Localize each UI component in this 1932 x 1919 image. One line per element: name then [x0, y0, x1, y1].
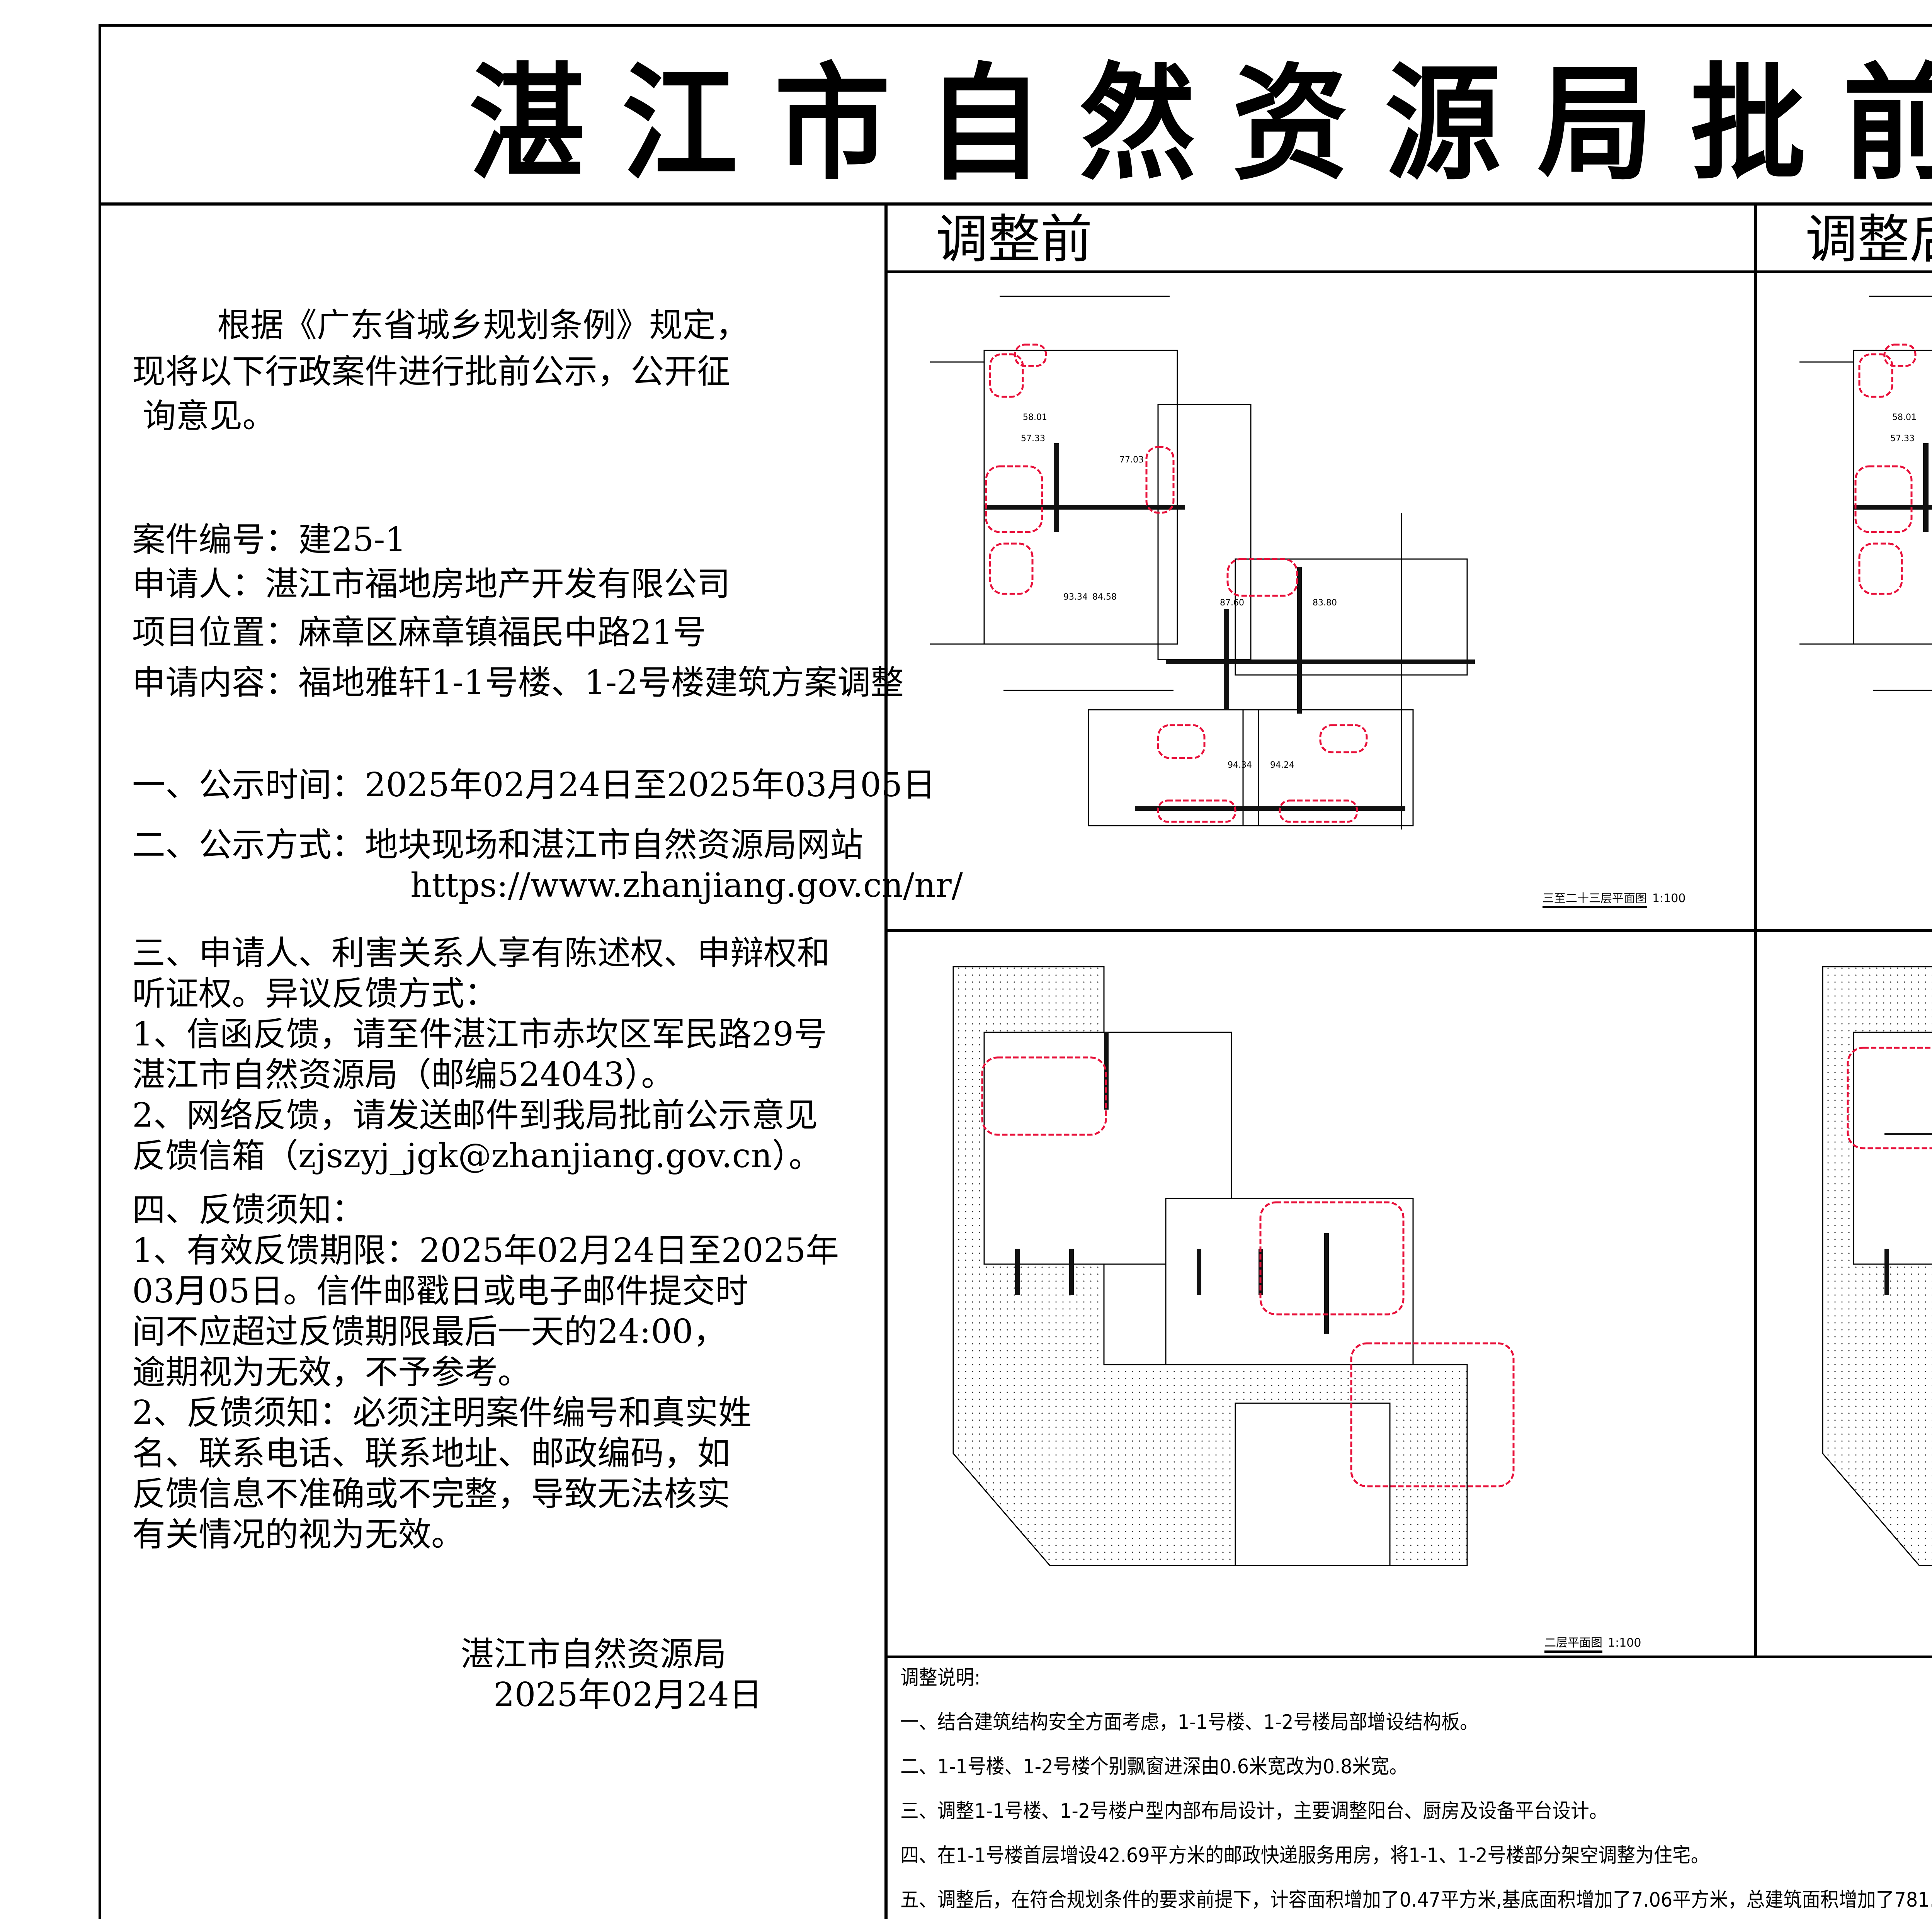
- note-item-1: 一、结合建筑结构安全方面考虑，1-1号楼、1-2号楼局部增设结构板。: [900, 1711, 1478, 1734]
- note-item-5: 五、调整后，在符合规划条件的要求前提下，计容面积增加了0.47平方米,基底面积增…: [900, 1888, 1932, 1912]
- rights-line-1: 三、申请人、利害关系人享有陈述权、申辩权和: [132, 934, 830, 972]
- header-before: 调整前: [888, 206, 1754, 273]
- notice-line-2: 1、有效反馈期限：2025年02月24日至2025年: [132, 1231, 839, 1270]
- application-content: 申请内容：福地雅轩1-1号楼、1-2号楼建筑方案调整: [132, 663, 904, 702]
- intro-line-1: 根据《广东省城乡规划条例》规定，: [217, 306, 749, 345]
- intro-line-3: 询意见。: [132, 397, 276, 435]
- svg-text:83.80: 83.80: [1313, 598, 1337, 608]
- publicity-period: 一、公示时间：2025年02月24日至2025年03月05日: [132, 766, 936, 804]
- header-after-label: 调整后: [1805, 209, 1932, 270]
- svg-text:57.33: 57.33: [1021, 434, 1045, 444]
- svg-text:84.58: 84.58: [1092, 592, 1117, 602]
- publicity-method: 二、公示方式：地块现场和湛江市自然资源局网站: [132, 826, 863, 864]
- page-title: 湛江市自然资源局批前公示: [469, 51, 1932, 197]
- note-item-4: 四、在1-1号楼首层增设42.69平方米的邮政快递服务用房，将1-1、1-2号楼…: [900, 1844, 1709, 1867]
- rights-line-3: 1、信函反馈，请至件湛江市赤坎区军民路29号: [132, 1015, 827, 1054]
- notice-line-3: 03月05日。信件邮戳日或电子邮件提交时: [132, 1272, 748, 1310]
- website-link[interactable]: https://www.zhanjiang.gov.cn/nr/: [410, 866, 963, 905]
- notice-line-4: 间不应超过反馈期限最后一天的24:00，: [132, 1312, 726, 1351]
- notes-heading: 调整说明:: [900, 1666, 981, 1690]
- svg-text:94.24: 94.24: [1270, 760, 1294, 770]
- svg-text:87.60: 87.60: [1220, 598, 1244, 608]
- floor-plan-3-23-before: 58.01 57.33 77.03 93.34 84.58 87.60 83.80 9…: [930, 296, 1475, 829]
- upper-plan-before: 58.01 57.33 77.03 93.34 84.58 87.60 83.80 9…: [888, 273, 1754, 932]
- svg-text:57.33: 57.33: [1890, 434, 1915, 444]
- notice-line-6: 2、反馈须知：必须注明案件编号和真实姓: [132, 1394, 752, 1432]
- header-before-label: 调整前: [936, 209, 1092, 270]
- svg-text:58.01: 58.01: [1023, 413, 1047, 422]
- svg-text:93.34: 93.34: [1063, 592, 1088, 602]
- note-item-2: 二、1-1号楼、1-2号楼个别飘窗进深由0.6米宽改为0.8米宽。: [900, 1755, 1408, 1778]
- note-item-3: 三、调整1-1号楼、1-2号楼户型内部布局设计，主要调整阳台、厨房及设备平台设计…: [900, 1800, 1608, 1823]
- notice-line-7: 名、联系电话、联系地址、邮政编码，如: [132, 1434, 730, 1473]
- title-row: 湛江市自然资源局批前公示: [99, 24, 1932, 206]
- floor-plan-2f-before: [952, 966, 1515, 1566]
- notice-line-5: 逾期视为无效，不予参考。: [132, 1353, 531, 1392]
- notice-frame: [99, 24, 1932, 1919]
- applicant: 申请人：湛江市福地房地产开发有限公司: [132, 565, 730, 603]
- project-location: 项目位置：麻章区麻章镇福民中路21号: [132, 613, 706, 652]
- signature-org: 湛江市自然资源局: [461, 1635, 726, 1674]
- svg-text:94.34: 94.34: [1228, 760, 1252, 770]
- signature-date: 2025年02月24日: [493, 1676, 762, 1714]
- rights-line-4: 湛江市自然资源局（邮编524043）。: [132, 1056, 675, 1094]
- svg-text:77.03: 77.03: [1119, 455, 1144, 465]
- svg-text:58.01: 58.01: [1892, 413, 1917, 422]
- adjustment-notes: 调整说明: 一、结合建筑结构安全方面考虑，1-1号楼、1-2号楼局部增设结构板。…: [889, 1657, 1932, 1919]
- floor-plan-2f-after: [1822, 966, 1932, 1566]
- notice-line-9: 有关情况的视为无效。: [132, 1515, 464, 1554]
- notice-line-1: 四、反馈须知：: [132, 1191, 365, 1229]
- rights-line-2: 听证权。异议反馈方式：: [132, 974, 498, 1013]
- notice-line-8: 反馈信息不准确或不完整，导致无法核实: [132, 1475, 730, 1513]
- feedback-email: 反馈信箱（zjszyj_jgk@zhanjiang.gov.cn）。: [132, 1137, 822, 1175]
- notice-text-panel: 根据《广东省城乡规划条例》规定， 现将以下行政案件进行批前公示，公开征 询意见。…: [101, 206, 963, 1919]
- case-number: 案件编号：建25-1: [132, 520, 406, 559]
- intro-line-2: 现将以下行政案件进行批前公示，公开征: [132, 352, 730, 391]
- header-after: 调整后: [1757, 206, 1932, 273]
- column-divider: [1754, 206, 1757, 1658]
- rights-line-5: 2、网络反馈，请发送邮件到我局批前公示意见: [132, 1096, 818, 1135]
